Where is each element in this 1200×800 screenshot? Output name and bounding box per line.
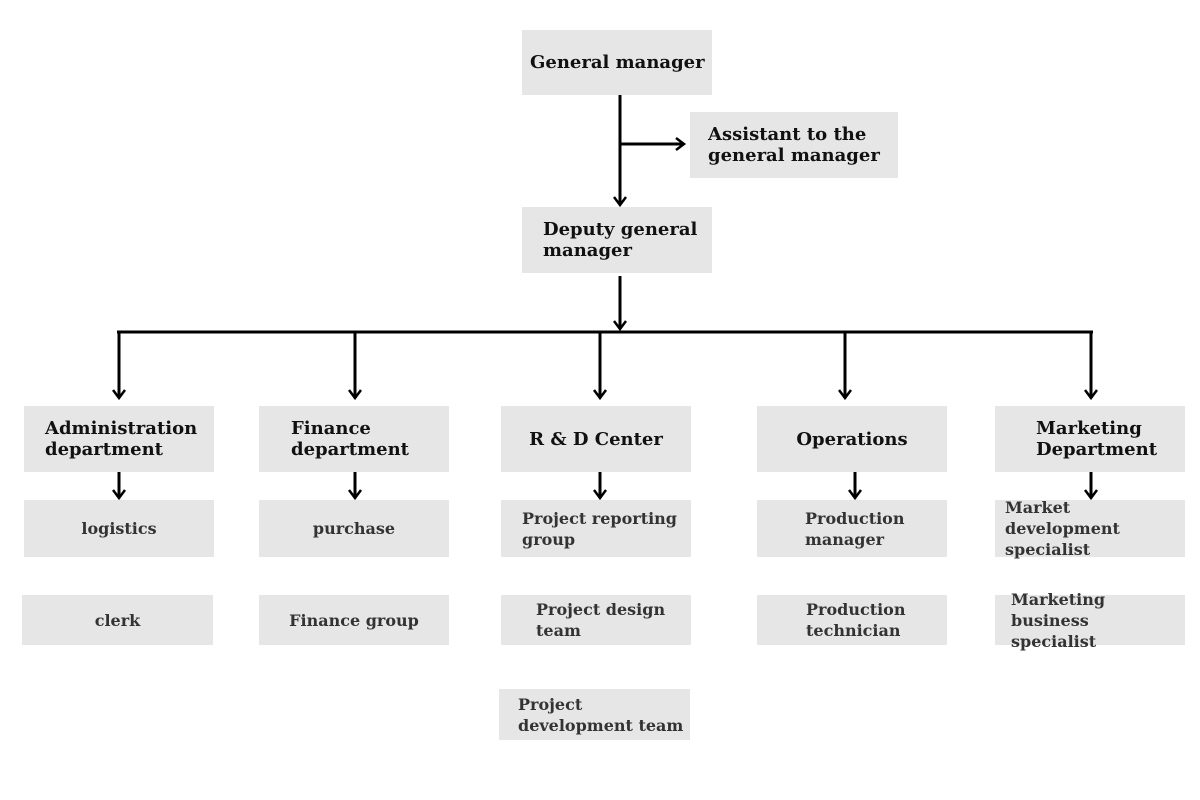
deputy-general-manager-box: Deputy general manager: [522, 207, 712, 273]
unit-project-development-team: Project development team: [499, 689, 690, 740]
department-operations: Operations: [757, 406, 947, 472]
unit-market-development-specialist: Market development specialist: [995, 498, 1185, 559]
department-label: Finance department: [291, 418, 409, 460]
department-label: Administration department: [45, 418, 198, 460]
department-administration: Administration department: [24, 406, 214, 472]
unit-marketing-business-specialist: Marketing business specialist: [995, 590, 1185, 651]
unit-label: Market development specialist: [1005, 498, 1120, 559]
unit-project-design-team: Project design team: [501, 595, 691, 645]
unit-production-technician: Production technician: [757, 595, 947, 645]
unit-purchase: purchase: [259, 500, 449, 557]
unit-project-reporting-group: Project reporting group: [501, 500, 691, 557]
assistant-box: Assistant to the general manager: [690, 112, 898, 178]
unit-label: Marketing business specialist: [1011, 589, 1106, 651]
department-finance: Finance department: [259, 406, 449, 472]
unit-label: clerk: [94, 610, 141, 630]
assistant-label: Assistant to the general manager: [708, 124, 880, 166]
department-label: R & D Center: [529, 428, 663, 450]
department-rd-center: R & D Center: [501, 406, 691, 472]
department-label: Marketing Department: [1036, 418, 1158, 460]
general-manager-label: General manager: [530, 52, 705, 73]
unit-label: Project reporting group: [522, 508, 677, 549]
unit-label: Finance group: [289, 610, 419, 630]
general-manager-box: General manager: [522, 30, 712, 95]
unit-label: purchase: [312, 519, 396, 538]
unit-finance-group: Finance group: [259, 595, 449, 645]
unit-clerk: clerk: [22, 595, 213, 645]
unit-label: Project development team: [518, 694, 684, 735]
department-marketing: Marketing Department: [995, 406, 1185, 472]
unit-logistics: logistics: [24, 500, 214, 557]
unit-production-manager: Production manager: [757, 500, 947, 557]
unit-label: logistics: [81, 519, 157, 538]
department-label: Operations: [796, 428, 908, 450]
unit-label: Production technician: [806, 600, 906, 640]
unit-label: Production manager: [805, 508, 905, 549]
deputy-general-manager-label: Deputy general manager: [543, 219, 698, 261]
unit-label: Project design team: [536, 600, 666, 640]
